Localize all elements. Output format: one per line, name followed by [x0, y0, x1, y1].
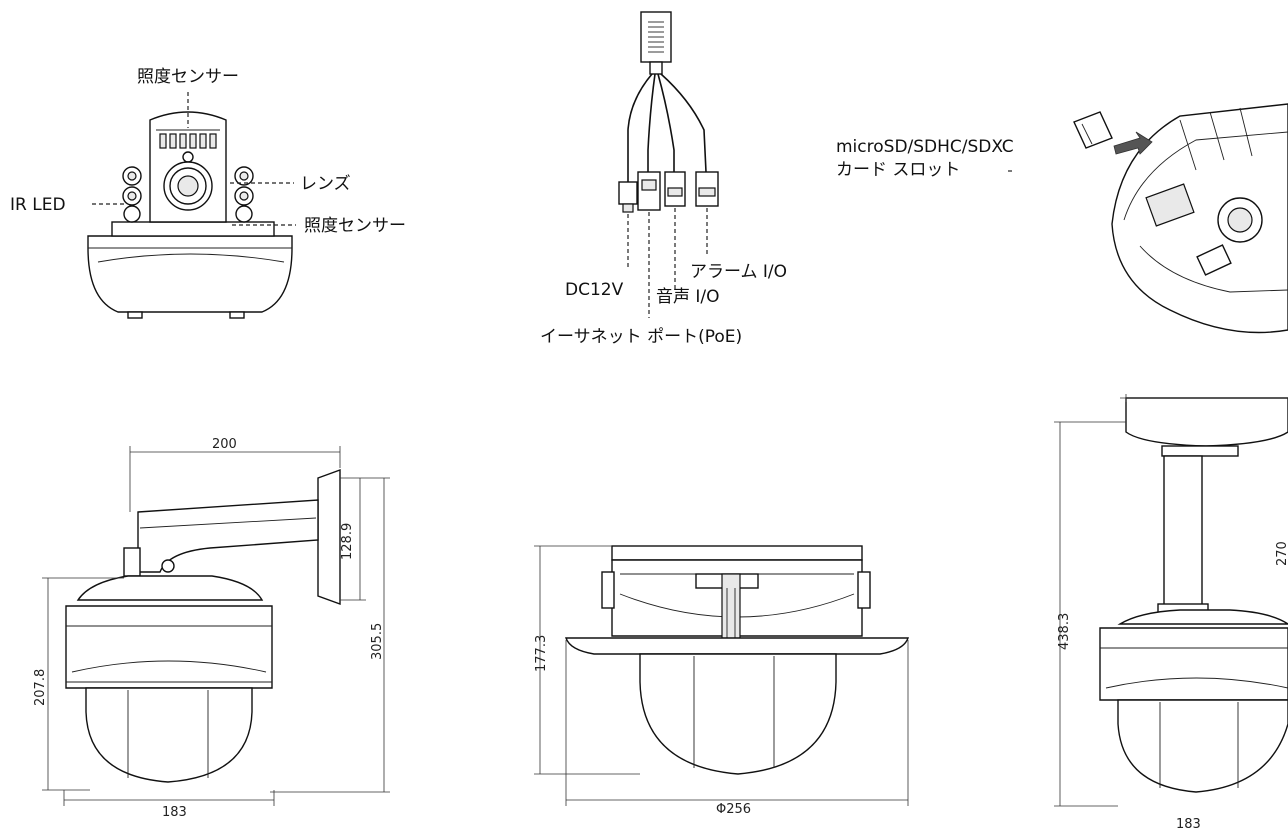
pendant-height-dim: 438.3 — [1057, 613, 1072, 650]
dc12v-label: DC12V — [565, 280, 624, 300]
wall-total-height-dim: 305.5 — [370, 623, 385, 660]
pendant-mount-view: 438.3 270 183 — [1054, 394, 1288, 831]
lens-label: レンズ — [300, 174, 351, 194]
wall-body-height-dim: 207.8 — [33, 669, 48, 706]
sd-slot-label-line1: microSD/SDHC/SDXC — [836, 137, 1014, 157]
wall-body-width-dim: 183 — [162, 805, 187, 820]
flush-height-dim: 177.3 — [534, 635, 549, 672]
wall-mount-view: 200 183 128.9 305.5 207.8 — [33, 437, 390, 820]
sd-slot-label-line2: カード スロット — [836, 160, 960, 180]
sd-slot-view: microSD/SDHC/SDXC カード スロット — [836, 103, 1288, 334]
lux-sensor-top-label: 照度センサー — [137, 67, 239, 87]
audio-io-label: 音声 I/O — [656, 287, 720, 307]
ir-led-strip — [159, 133, 217, 149]
ir-led-label: IR LED — [10, 195, 66, 215]
lux-sensor-side-label: 照度センサー — [304, 216, 406, 236]
wall-bracket-height-dim: 128.9 — [340, 523, 355, 560]
ethernet-port-label: イーサネット ポート(PoE) — [540, 327, 742, 347]
flush-diameter-dim: Φ256 — [716, 802, 751, 817]
camera-front-view: 照度センサー レンズ IR LED 照度センサー — [10, 67, 406, 319]
cable-harness: DC12V アラーム I/O 音声 I/O イーサネット ポート(PoE) — [540, 11, 787, 347]
pendant-body-width-dim: 183 — [1176, 817, 1201, 831]
pendant-pipe-dim: 270 — [1275, 541, 1288, 566]
flush-mount-view: 177.3 Φ256 — [534, 545, 909, 817]
alarm-io-label: アラーム I/O — [690, 262, 787, 282]
wall-width-dim: 200 — [212, 437, 237, 452]
